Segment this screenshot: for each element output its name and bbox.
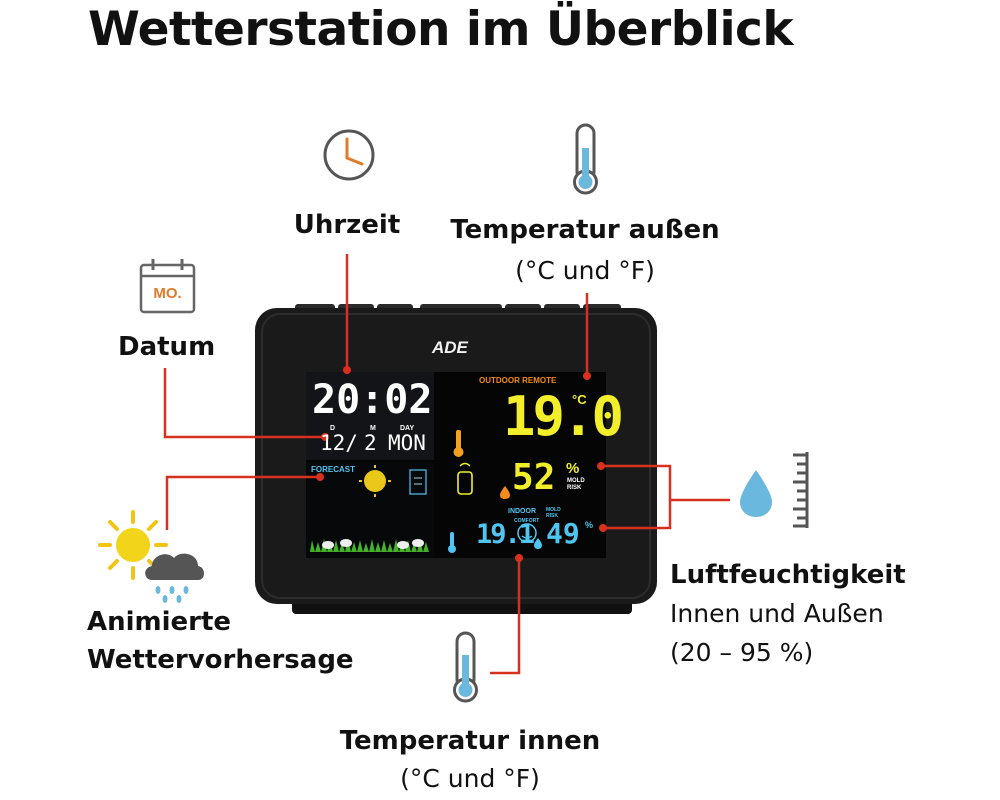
display-outdoor-temp-unit: °C bbox=[572, 392, 587, 407]
thermometer-outdoor-icon bbox=[573, 123, 598, 195]
display-day-label: D bbox=[330, 425, 336, 432]
hygrometer-scale-icon bbox=[793, 452, 809, 528]
device-brand-logo: ADE bbox=[432, 338, 468, 357]
display-indoor-risk-label: RISK bbox=[546, 513, 558, 519]
page-title: Wetterstation im Überblick bbox=[88, 2, 794, 57]
label-forecast: Animierte bbox=[87, 607, 232, 637]
display-indoor-temp: 19.1 bbox=[476, 519, 535, 550]
label-humidity: Luftfeuchtigkeit bbox=[670, 560, 906, 590]
display-outdoor-humidity-unit: % bbox=[566, 460, 580, 477]
display-indoor-mold-label: MOLD bbox=[546, 507, 561, 513]
weather-station-device bbox=[255, 304, 657, 614]
display-mold-label: MOLD bbox=[567, 478, 585, 484]
sun-cloud-icon bbox=[98, 510, 204, 603]
label-temp-indoor: Temperatur innen bbox=[339, 726, 601, 756]
label-forecast-line2: Wettervorhersage bbox=[87, 645, 354, 675]
display-weekday-label: DAY bbox=[400, 425, 415, 432]
display-outdoor-humidity: 52 bbox=[512, 457, 556, 498]
label-temp-outdoor-unit: (°C und °F) bbox=[515, 256, 655, 285]
display-forecast-label: FORECAST bbox=[311, 465, 355, 474]
calendar-icon bbox=[139, 259, 196, 314]
label-humidity-line3: (20 – 95 %) bbox=[670, 638, 814, 667]
display-indoor-humidity-unit: % bbox=[585, 520, 594, 530]
clock-icon bbox=[323, 129, 375, 181]
display-comfort-label: COMFORT bbox=[514, 518, 540, 524]
display-risk-label: RISK bbox=[567, 485, 582, 491]
callout-dots bbox=[316, 366, 607, 562]
callout-lines bbox=[163, 254, 730, 675]
water-drop-icon bbox=[740, 470, 772, 517]
label-time: Uhrzeit bbox=[293, 210, 401, 240]
display-month: 2 bbox=[364, 431, 377, 455]
display-indoor-label: INDOOR bbox=[508, 508, 536, 515]
thermometer-indoor-icon bbox=[453, 631, 478, 703]
label-temp-outdoor: Temperatur außen bbox=[450, 215, 720, 245]
display-outdoor-temp: 19.0 bbox=[503, 385, 624, 448]
display-day: 12/ bbox=[320, 431, 358, 455]
display-outdoor-label: OUTDOOR REMOTE bbox=[479, 376, 557, 385]
display-month-label: M bbox=[370, 425, 376, 432]
calendar-icon-label: MO. bbox=[153, 285, 182, 302]
display-time: 20:02 bbox=[312, 377, 433, 423]
label-temp-indoor-unit: (°C und °F) bbox=[400, 764, 540, 793]
display-indoor-humidity: 49 bbox=[546, 517, 580, 550]
label-humidity-line2: Innen und Außen bbox=[670, 599, 884, 628]
display-weekday: MON bbox=[388, 431, 426, 455]
label-date: Datum bbox=[118, 332, 216, 362]
